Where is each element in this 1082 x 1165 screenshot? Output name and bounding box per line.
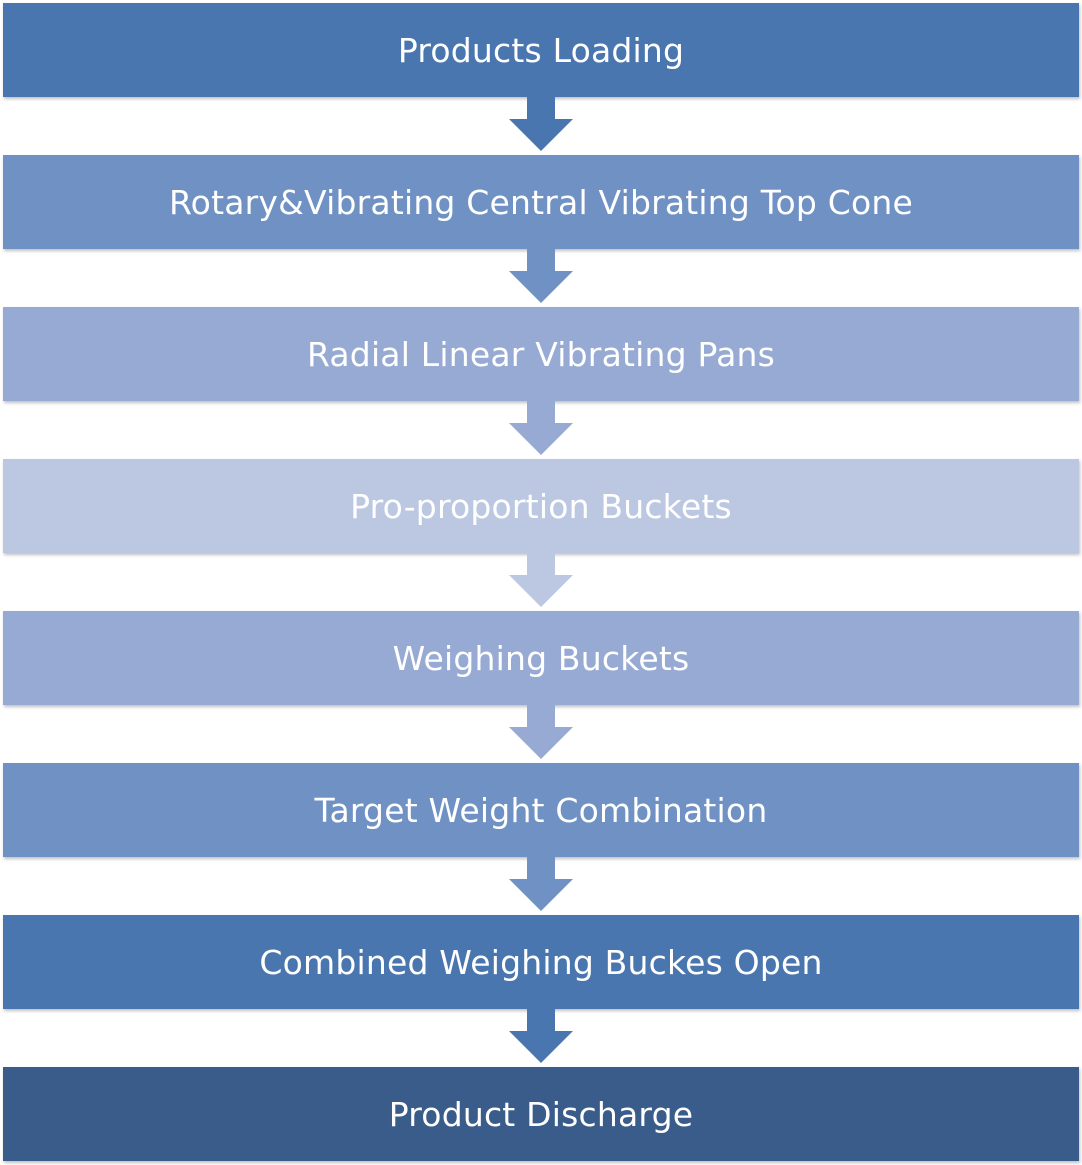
step-top-cone: Rotary&Vibrating Central Vibrating Top C… (3, 155, 1079, 249)
step-linear-pans: Radial Linear Vibrating Pans (3, 307, 1079, 401)
flow-arrow-icon (509, 1009, 573, 1063)
flow-arrow-icon (509, 553, 573, 607)
step-weighing-buckets: Weighing Buckets (3, 611, 1079, 705)
flow-arrow-icon (509, 97, 573, 151)
flow-arrow-icon (509, 705, 573, 759)
flow-arrow-icon (509, 401, 573, 455)
step-proportion-buckets: Pro-proportion Buckets (3, 459, 1079, 553)
step-buckets-open: Combined Weighing Buckes Open (3, 915, 1079, 1009)
flow-arrow-icon (509, 857, 573, 911)
step-weight-combination: Target Weight Combination (3, 763, 1079, 857)
step-product-discharge: Product Discharge (3, 1067, 1079, 1161)
flow-arrow-icon (509, 249, 573, 303)
step-products-loading: Products Loading (3, 3, 1079, 97)
